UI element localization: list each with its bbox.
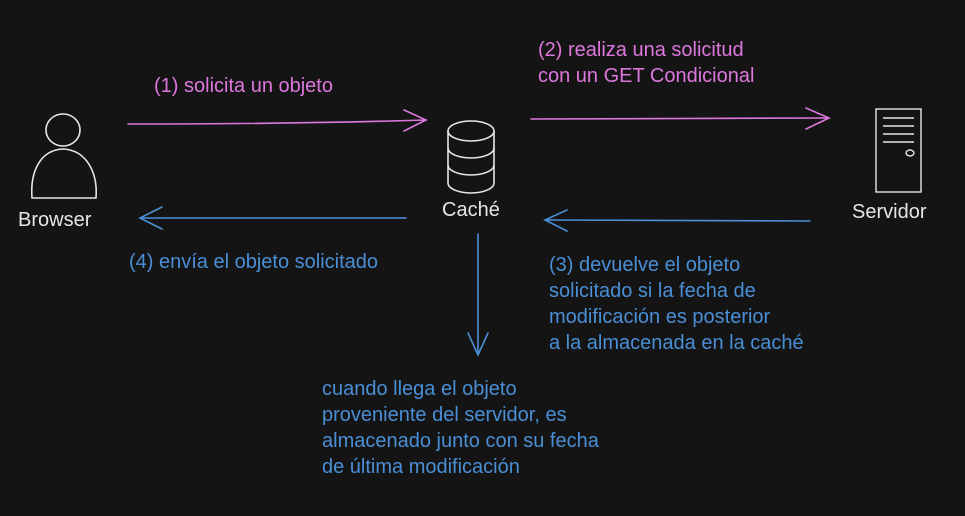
storage-note: cuando llega el objeto proveniente del s… — [322, 376, 599, 480]
step-2-line-2: con un GET Condicional — [538, 65, 755, 87]
storage-note-line-2: proveniente del servidor, es — [322, 404, 567, 426]
browser-label: Browser — [18, 209, 92, 231]
storage-note-line-1: cuando llega el objeto — [322, 378, 517, 400]
step-3-line-1: (3) devuelve el objeto — [549, 254, 741, 276]
user-icon — [30, 113, 97, 199]
arrow-request-cache-to-server — [530, 107, 831, 130]
step-3-line-2: solicitado si la fecha de — [549, 280, 756, 302]
database-icon — [447, 120, 495, 194]
step-3-label: (3) devuelve el objeto solicitado si la … — [549, 252, 804, 356]
step-2-label: (2) realiza una solicitud con un GET Con… — [538, 37, 754, 89]
arrow-cache-store-down — [467, 233, 489, 357]
arrow-response-server-to-cache — [543, 209, 811, 232]
storage-note-line-4: de última modificación — [322, 456, 520, 478]
storage-note-line-3: almacenado junto con su fecha — [322, 430, 599, 452]
arrow-request-browser-to-cache — [127, 109, 428, 132]
server-label: Servidor — [852, 201, 927, 223]
step-1-label: (1) solicita un objeto — [154, 75, 333, 97]
step-3-line-4: a la almacenada en la caché — [549, 332, 804, 354]
step-4-label: (4) envía el objeto solicitado — [129, 251, 379, 273]
step-3-line-3: modificación es posterior — [549, 306, 771, 328]
server-icon — [875, 108, 922, 193]
arrow-response-cache-to-browser — [138, 206, 407, 230]
cache-label: Caché — [442, 199, 500, 221]
step-2-line-1: (2) realiza una solicitud — [538, 39, 744, 61]
